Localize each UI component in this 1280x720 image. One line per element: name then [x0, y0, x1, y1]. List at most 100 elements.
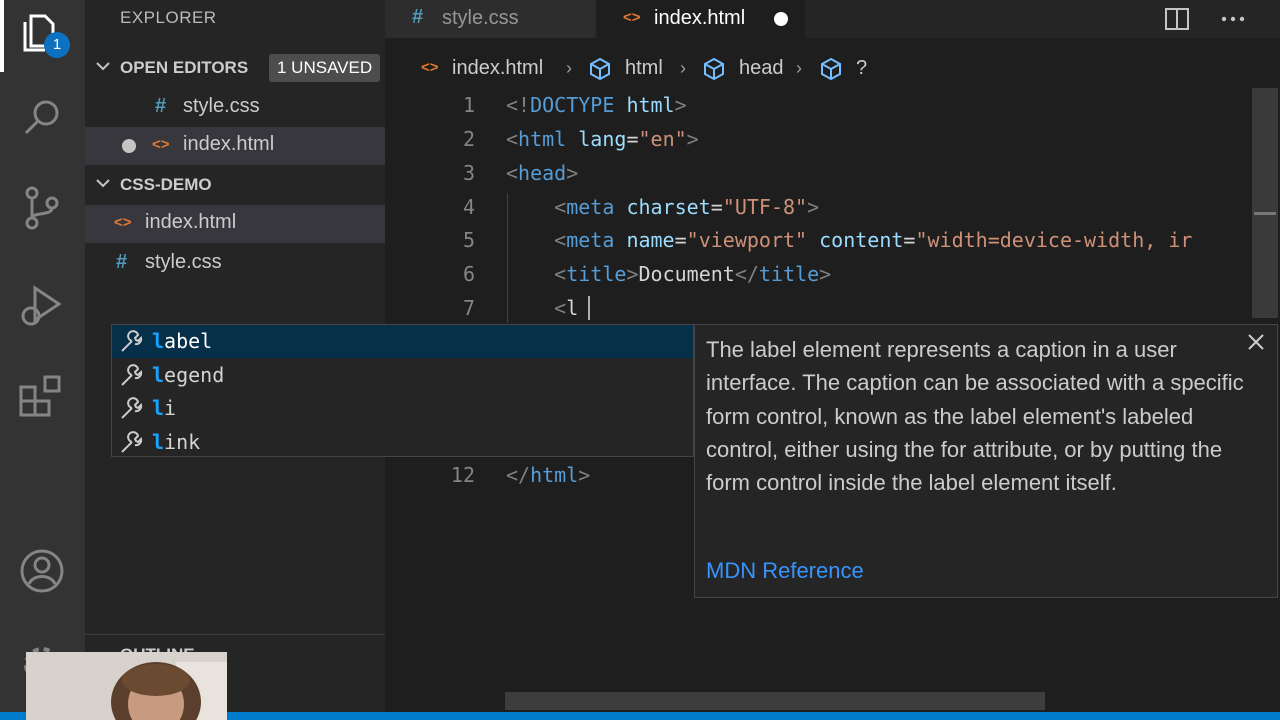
- suggestion-rest: abel: [164, 329, 213, 353]
- css-file-icon: #: [155, 95, 167, 117]
- line-number: 4: [462, 195, 475, 219]
- code-token: </: [734, 262, 759, 286]
- code-line[interactable]: <head>: [506, 161, 578, 185]
- file-item-index-html[interactable]: <> index.html: [85, 205, 385, 243]
- split-editor-icon[interactable]: [1164, 6, 1190, 32]
- search-icon[interactable]: [17, 93, 67, 143]
- code-line[interactable]: <meta name="viewport" content="width=dev…: [506, 228, 1192, 252]
- html-file-icon: <>: [152, 136, 170, 153]
- code-token: [614, 228, 626, 252]
- code-token: Document: [638, 262, 735, 286]
- account-icon[interactable]: [17, 546, 67, 596]
- tab-style-css[interactable]: # style.css: [385, 0, 595, 38]
- code-token: =: [674, 228, 687, 252]
- line-number: 12: [450, 463, 475, 487]
- file-label: style.css: [145, 251, 222, 273]
- extensions-icon[interactable]: [17, 373, 67, 423]
- suggestion-item[interactable]: label: [112, 325, 693, 358]
- vertical-scrollbar[interactable]: [1252, 88, 1278, 318]
- chevron-right-icon: ›: [796, 58, 802, 78]
- code-token: html: [518, 127, 567, 151]
- line-number: 1: [462, 93, 475, 117]
- css-file-icon: #: [412, 6, 424, 28]
- open-editor-item-index-html[interactable]: <> index.html: [85, 127, 385, 165]
- code-token: [807, 228, 819, 252]
- html-file-icon: <>: [421, 59, 439, 76]
- code-token: [566, 127, 578, 151]
- open-editor-label: style.css: [183, 95, 260, 117]
- suggestion-label: li: [152, 396, 176, 420]
- suggestion-item[interactable]: li: [112, 392, 693, 425]
- code-line[interactable]: <html lang="en">: [506, 127, 699, 151]
- code-token: meta: [566, 228, 615, 252]
- line-number: 6: [462, 262, 475, 286]
- code-token: "width=device-width, ir: [915, 228, 1193, 252]
- code-token: name: [626, 228, 675, 252]
- folder-label: CSS-DEMO: [120, 175, 212, 194]
- symbol-element-icon: [704, 57, 724, 81]
- code-token: lang: [578, 127, 627, 151]
- code-token: content: [819, 228, 904, 252]
- breadcrumb: <> index.html › html › head › ?: [385, 50, 1280, 88]
- code-token: [614, 93, 626, 117]
- more-actions-icon[interactable]: [1220, 6, 1246, 32]
- unsaved-dot-icon[interactable]: [774, 12, 788, 26]
- breadcrumb-file[interactable]: index.html: [452, 57, 544, 79]
- tab-index-html[interactable]: <> index.html: [597, 0, 805, 38]
- suggestion-rest: egend: [164, 362, 225, 387]
- code-token: [506, 296, 554, 320]
- code-token: "UTF-8": [722, 195, 808, 219]
- code-token: <: [554, 296, 567, 320]
- code-token: <: [506, 127, 519, 151]
- code-token: >: [578, 463, 591, 487]
- line-number: 7: [462, 296, 475, 320]
- code-line[interactable]: <!DOCTYPE html>: [506, 93, 687, 117]
- breadcrumb-item[interactable]: html: [625, 57, 663, 79]
- run-debug-icon[interactable]: [17, 280, 67, 330]
- suggestion-item[interactable]: legend: [112, 359, 693, 392]
- code-line[interactable]: <l: [506, 296, 578, 320]
- sidebar-title: EXPLORER: [120, 8, 217, 27]
- code-token: =: [903, 228, 916, 252]
- open-editors-section[interactable]: OPEN EDITORS 1 UNSAVED: [85, 50, 385, 86]
- match-highlight: l: [152, 429, 165, 454]
- code-line[interactable]: <meta charset="UTF-8">: [506, 195, 819, 219]
- activity-bar: 1: [0, 0, 85, 712]
- breadcrumb-item[interactable]: ?: [856, 57, 868, 79]
- code-token: "viewport": [686, 228, 808, 252]
- symbol-element-icon: [821, 57, 841, 81]
- unsaved-badge: 1 UNSAVED: [269, 54, 381, 82]
- code-token: html: [530, 463, 579, 487]
- details-description: The label element represents a caption i…: [706, 337, 1244, 496]
- wrench-icon: [121, 397, 143, 419]
- tab-label: index.html: [654, 7, 746, 29]
- code-token: =: [626, 127, 639, 151]
- code-line[interactable]: <title>Document</title>: [506, 262, 831, 286]
- source-control-icon[interactable]: [17, 183, 67, 233]
- suggestion-item[interactable]: link: [112, 426, 693, 459]
- code-line[interactable]: </html>: [506, 463, 590, 487]
- text-cursor: [588, 296, 590, 320]
- open-editor-item-style-css[interactable]: # style.css: [85, 89, 385, 127]
- folder-section[interactable]: CSS-DEMO: [85, 167, 385, 203]
- code-token: charset: [626, 195, 711, 219]
- line-number: 2: [462, 127, 475, 151]
- unsaved-dot-icon[interactable]: [122, 139, 136, 153]
- tab-label: style.css: [442, 7, 519, 29]
- code-token: =: [710, 195, 723, 219]
- mdn-reference-link[interactable]: MDN Reference: [706, 558, 864, 583]
- wrench-icon: [121, 363, 143, 386]
- horizontal-scrollbar[interactable]: [505, 692, 1045, 710]
- suggestion-rest: i: [164, 396, 177, 420]
- file-item-style-css[interactable]: # style.css: [85, 245, 385, 283]
- breadcrumb-item[interactable]: head: [739, 57, 784, 79]
- code-token: title: [758, 262, 820, 286]
- code-token: >: [819, 262, 832, 286]
- open-editors-label: OPEN EDITORS: [120, 58, 249, 77]
- code-token: >: [566, 161, 579, 185]
- code-token: [506, 195, 554, 219]
- close-icon[interactable]: [1245, 331, 1267, 353]
- code-token: <: [506, 161, 519, 185]
- suggestion-rest: ink: [164, 429, 201, 454]
- scroll-marker: [1254, 212, 1276, 215]
